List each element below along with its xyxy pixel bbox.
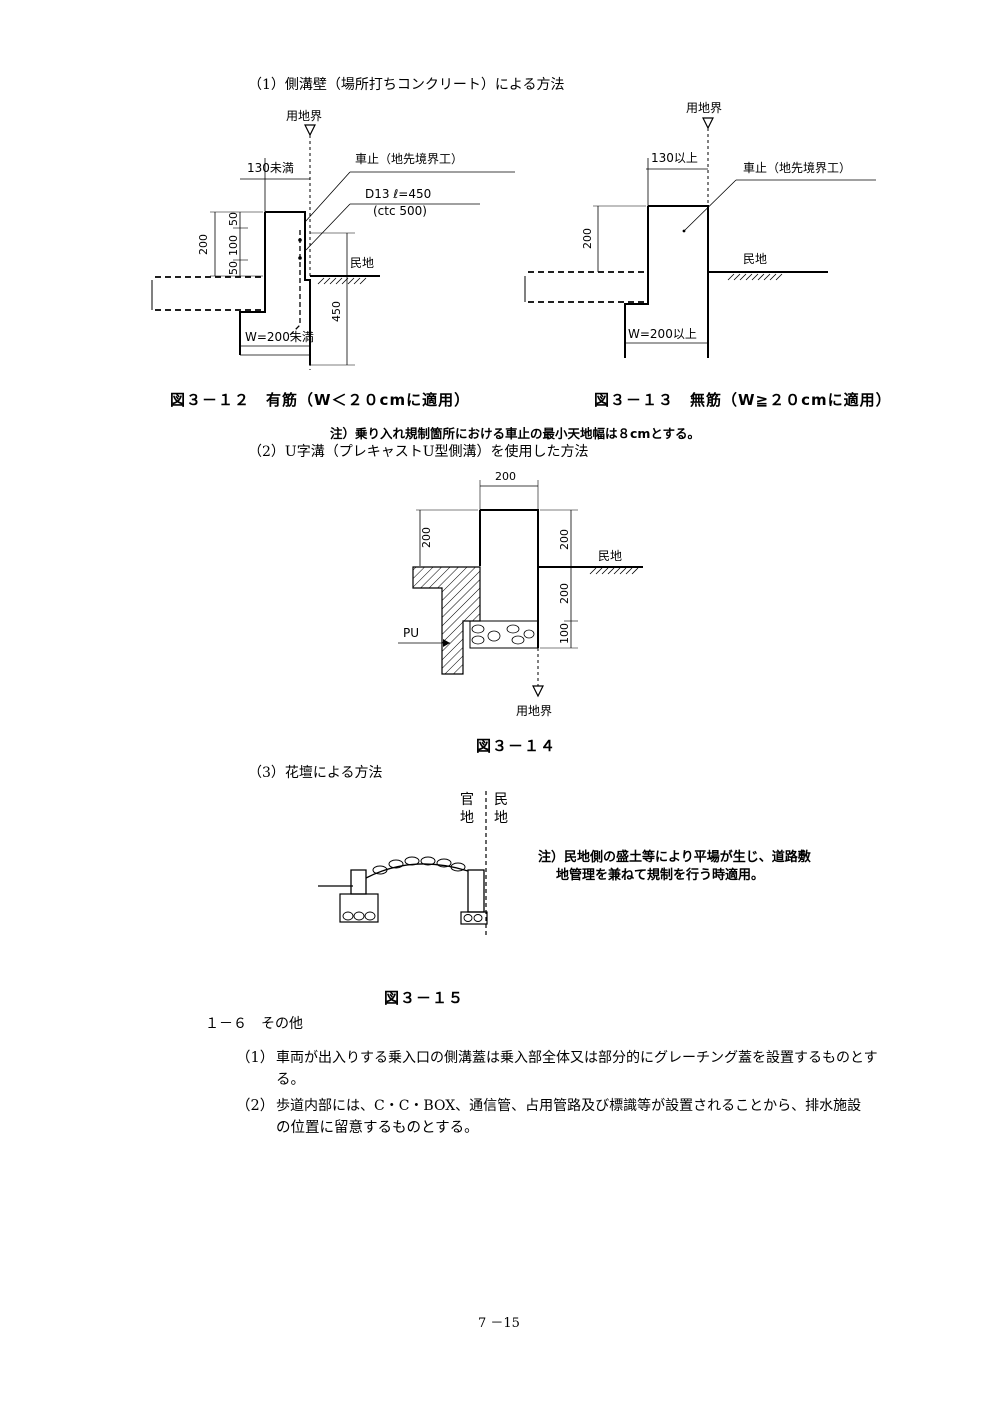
- caption-fig-3-12: 図３－１２ 有筋（W＜２０cmに適用）: [170, 391, 471, 409]
- rebar-ctc: (ctc 500): [373, 204, 427, 218]
- curb-label: 車止（地先境界工）: [355, 151, 463, 166]
- width-label: W=200以上: [628, 327, 697, 341]
- other-item1-line1: 車両が出入りする乗入口の側溝蓋は乗入部全体又は部分的にグレーチング蓋を設置するも…: [276, 1050, 878, 1066]
- section-1-heading: （1）側溝壁（場所打ちコンクリート）による方法: [248, 77, 565, 93]
- other-item1-line2: る。: [276, 1072, 305, 1088]
- dim-right-2: 200: [558, 583, 571, 604]
- width-label: W=200未満: [245, 330, 314, 344]
- dim-200: 200: [197, 234, 210, 255]
- boundary-label: 用地界: [516, 704, 552, 718]
- caption-fig-3-15: 図３－１５: [384, 989, 465, 1007]
- minchi-label-1: 民: [494, 792, 508, 808]
- curb-label: 車止（地先境界工）: [743, 160, 851, 175]
- kanchi-label-1: 官: [460, 792, 474, 808]
- dim-50-top: 50: [227, 212, 240, 226]
- figure-3-14: 200 200 200 200 100 民地 PU 用地界: [398, 470, 643, 718]
- fig15-note-line1: 注）民地側の盛土等により平場が生じ、道路敷: [538, 850, 811, 865]
- figure-3-15: 官 地 民 地: [318, 791, 508, 936]
- other-heading: １－６ その他: [205, 1016, 303, 1032]
- note-curb-width: 注）乗り入れ規制箇所における車止の最小天地幅は８cmとする。: [330, 426, 701, 441]
- pu-label: PU: [403, 626, 419, 640]
- other-item2-number: （2）: [236, 1098, 275, 1114]
- caption-fig-3-14: 図３－１４: [476, 737, 557, 755]
- figure-3-12: 用地界 130未満 車止（地先境界工） D13 ℓ=450 (ctc 500) …: [151, 109, 515, 370]
- fig15-note-line2: 地管理を兼ねて規制を行う時適用。: [556, 868, 765, 883]
- other-item1-number: （1）: [236, 1050, 275, 1066]
- section-3-heading: （3）花壇による方法: [248, 765, 383, 781]
- dim-200: 200: [581, 228, 594, 249]
- dim-top: 200: [495, 470, 516, 483]
- rebar-label: D13 ℓ=450: [365, 187, 431, 201]
- dim-450: 450: [330, 301, 343, 322]
- other-item2-line1: 歩道内部には、C・C・BOX、通信管、占用管路及び標識等が設置されることから、排…: [276, 1098, 862, 1114]
- dim-right-1: 200: [558, 529, 571, 550]
- minchi-label-2: 地: [494, 810, 508, 826]
- caption-fig-3-13: 図３－１３ 無筋（W≧２０cmに適用）: [594, 391, 892, 409]
- minchi-label: 民地: [743, 252, 767, 266]
- dim-130: 130以上: [651, 151, 698, 165]
- other-item2-line2: の位置に留意するものとする。: [276, 1120, 479, 1136]
- dim-130: 130未満: [247, 161, 294, 175]
- page-number: 7 －15: [478, 1316, 520, 1331]
- figure-3-13: 用地界 130以上 車止（地先境界工） 200 民地 W=200以上: [524, 101, 876, 358]
- boundary-label: 用地界: [686, 101, 722, 115]
- dim-left: 200: [420, 527, 433, 548]
- boundary-marker: [304, 124, 316, 137]
- dim-right-3: 100: [558, 623, 571, 644]
- dim-50-bottom: 50: [227, 261, 240, 275]
- minchi-label: 民地: [350, 256, 374, 270]
- dim-100: 100: [227, 235, 240, 256]
- kanchi-label-2: 地: [460, 810, 474, 826]
- boundary-label: 用地界: [286, 109, 322, 123]
- section-2-heading: （2）U字溝（プレキャストU型側溝）を使用した方法: [248, 444, 589, 460]
- minchi-label: 民地: [598, 549, 622, 563]
